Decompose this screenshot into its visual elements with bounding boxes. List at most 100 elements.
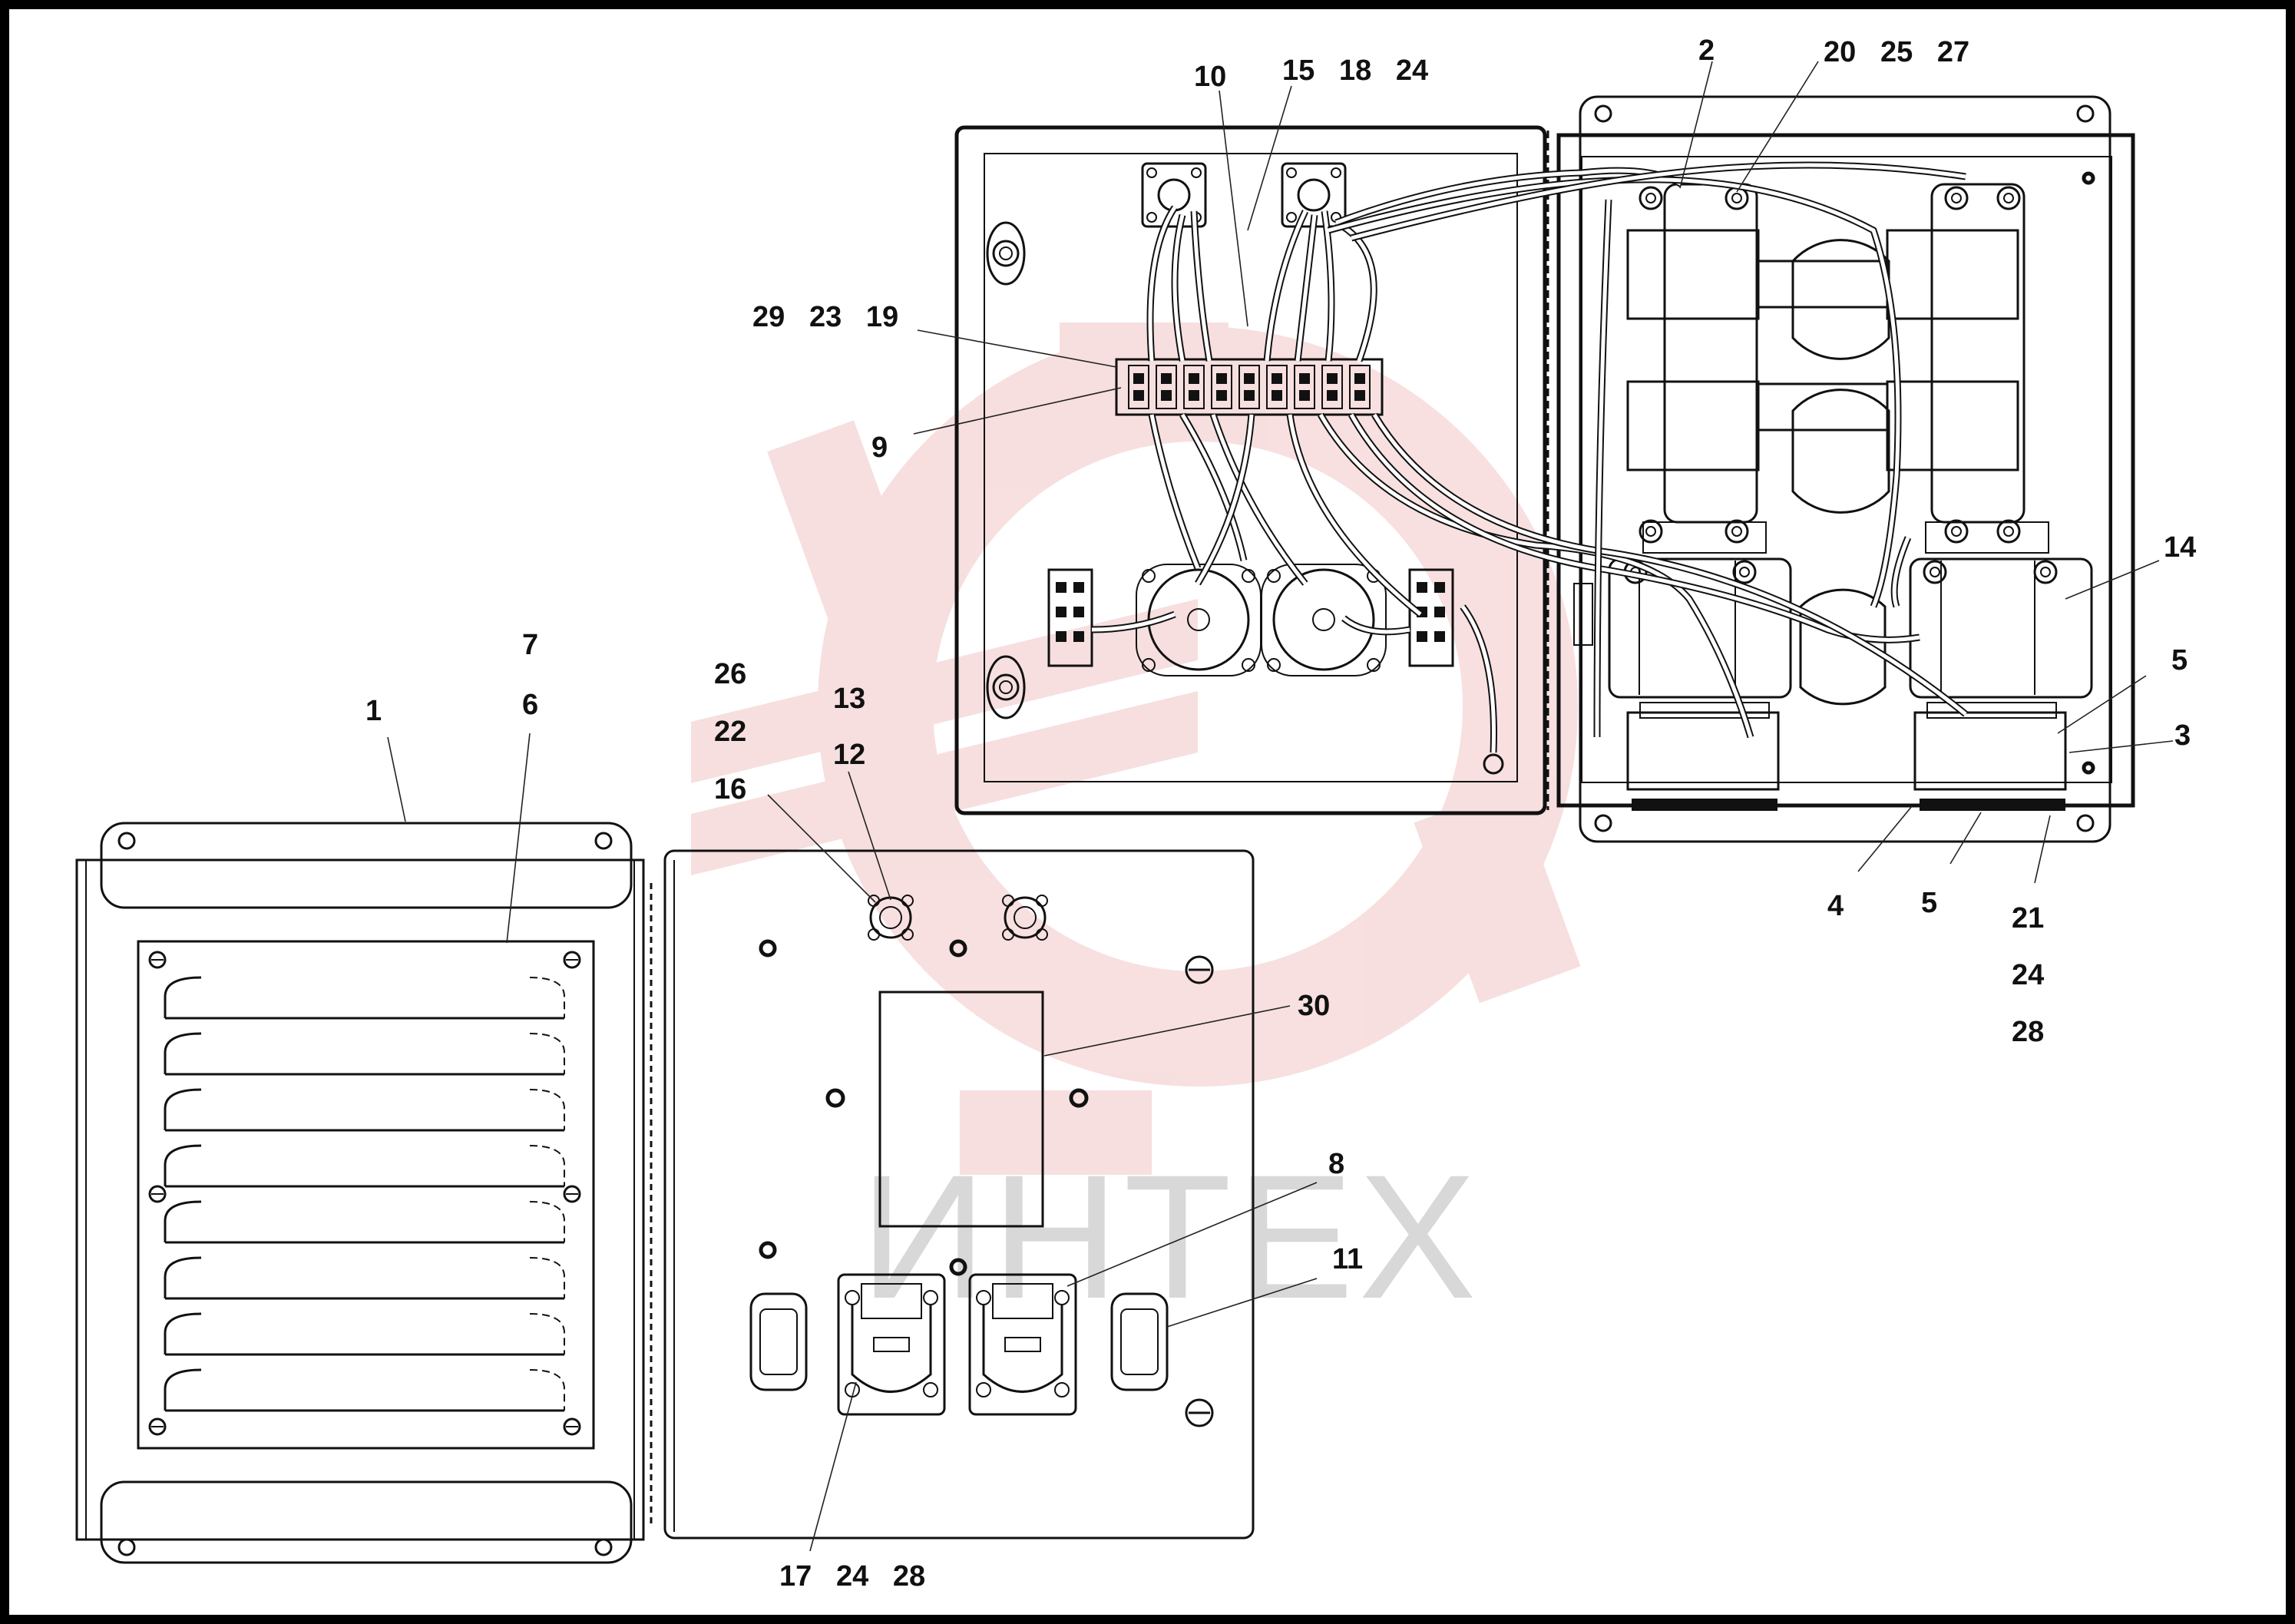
ground-lug — [1483, 753, 1504, 775]
hinge-boss — [986, 655, 1026, 719]
label-11: 11 — [1332, 1243, 1363, 1275]
label-26: 26 — [714, 658, 746, 690]
louver-slat — [164, 1032, 202, 1074]
terminal — [1211, 365, 1232, 409]
label-3: 3 — [2174, 719, 2191, 752]
label-15-18-24: 15 18 24 — [1282, 55, 1428, 87]
rocker-switch — [749, 1292, 808, 1391]
label-21: 21 — [2012, 902, 2044, 934]
louver-slat — [164, 1200, 202, 1242]
hinge-boss — [986, 221, 1026, 286]
label-4: 4 — [1827, 890, 1844, 922]
wire-core — [1334, 220, 1376, 362]
louver-slat-edge — [529, 1201, 565, 1242]
screw-hole-icon — [594, 1538, 613, 1556]
transformer-core-left — [1626, 183, 1767, 554]
fan-base-right — [1913, 702, 2067, 811]
transformer-core-right — [1886, 183, 2049, 554]
terminal — [1183, 365, 1205, 409]
screw-hole-icon — [117, 1538, 136, 1556]
label-24: 24 — [2012, 959, 2044, 991]
terminal — [1266, 365, 1288, 409]
ventilation-grille — [137, 940, 595, 1450]
screw-hole-icon — [1594, 814, 1612, 832]
terminal — [1156, 365, 1177, 409]
power-socket-17 — [837, 1273, 946, 1416]
louver-slat — [164, 976, 202, 1018]
wire-core — [1342, 617, 1410, 634]
left-cover-panel — [75, 822, 645, 1564]
hex-bolt-icon — [1923, 560, 1947, 584]
label-22: 22 — [714, 716, 746, 748]
screw-hole-icon — [117, 832, 136, 850]
wire-core — [1192, 210, 1212, 362]
wire-core — [1322, 210, 1334, 362]
wire-core — [1211, 414, 1307, 585]
louver-slat — [164, 1368, 202, 1411]
louver-slat-edge — [529, 1033, 565, 1074]
louver-slat-edge — [529, 1145, 565, 1186]
terminal — [1321, 365, 1343, 409]
label-16: 16 — [714, 773, 746, 805]
watermark-text: ИНТЕХ — [860, 1138, 1481, 1335]
callout-labels: 1 2 3 4 5 5 6 7 8 9 10 11 12 13 14 15 18… — [365, 35, 2196, 1593]
louver-slat-edge — [529, 1369, 565, 1411]
label-17-24-28: 17 24 28 — [779, 1560, 925, 1593]
power-socket-8 — [968, 1273, 1077, 1416]
front-door-panel — [650, 849, 1255, 1540]
wire-core — [1372, 413, 1967, 716]
louver-slat — [164, 1312, 202, 1354]
hex-bolt-icon — [1639, 519, 1663, 544]
terminal — [1294, 365, 1315, 409]
hex-bolt-icon — [1944, 186, 1969, 210]
slot-screw-icon — [563, 951, 581, 969]
wire-core — [1328, 177, 1900, 607]
nameplate — [878, 991, 1044, 1228]
round-connector-16 — [868, 895, 914, 941]
round-connector-12 — [1002, 895, 1048, 941]
terminal — [1128, 365, 1149, 409]
louver-slat — [164, 1144, 202, 1186]
center-toroids — [1757, 239, 1890, 706]
label-29-23-19: 29 23 19 — [752, 301, 898, 333]
wire-core — [1288, 414, 1422, 616]
hex-bolt-icon — [1732, 560, 1757, 584]
hex-bolt-icon — [2033, 560, 2058, 584]
socket-connector-left — [1047, 568, 1093, 667]
label-8: 8 — [1328, 1148, 1344, 1180]
label-5-upper: 5 — [2171, 644, 2188, 676]
hex-bolt-icon — [1725, 519, 1749, 544]
wire-core — [1195, 414, 1254, 585]
enclosure-body — [1556, 95, 2135, 843]
label-2: 2 — [1698, 35, 1715, 67]
wire-core — [1318, 413, 1753, 738]
label-12: 12 — [833, 739, 865, 771]
label-30: 30 — [1298, 990, 1330, 1022]
slot-screw-icon — [563, 1417, 581, 1436]
terminal — [1349, 365, 1371, 409]
cable-gland — [1141, 162, 1207, 228]
louver-slat — [164, 1256, 202, 1298]
label-20-25-27: 20 25 27 — [1824, 36, 1969, 68]
hex-bolt-icon — [1944, 519, 1969, 544]
slot-screw-icon — [148, 951, 167, 969]
screw-hole-icon — [1594, 104, 1612, 123]
label-6: 6 — [522, 689, 538, 721]
label-14: 14 — [2164, 531, 2196, 564]
louvers — [164, 976, 565, 1412]
hex-bolt-icon — [1639, 186, 1663, 210]
lower-coil-right — [1909, 557, 2093, 699]
slot-screw-icon — [148, 1185, 167, 1203]
louver-slat-edge — [529, 977, 565, 1018]
fan-base-left — [1626, 702, 1780, 811]
wire-core — [1180, 413, 1246, 561]
wiring-harness — [1091, 161, 1968, 739]
screw-hole-icon — [2076, 814, 2095, 832]
wire — [1334, 219, 1377, 362]
label-28: 28 — [2012, 1016, 2044, 1048]
louver-slat — [164, 1088, 202, 1130]
screw-hole-icon — [2076, 104, 2095, 123]
